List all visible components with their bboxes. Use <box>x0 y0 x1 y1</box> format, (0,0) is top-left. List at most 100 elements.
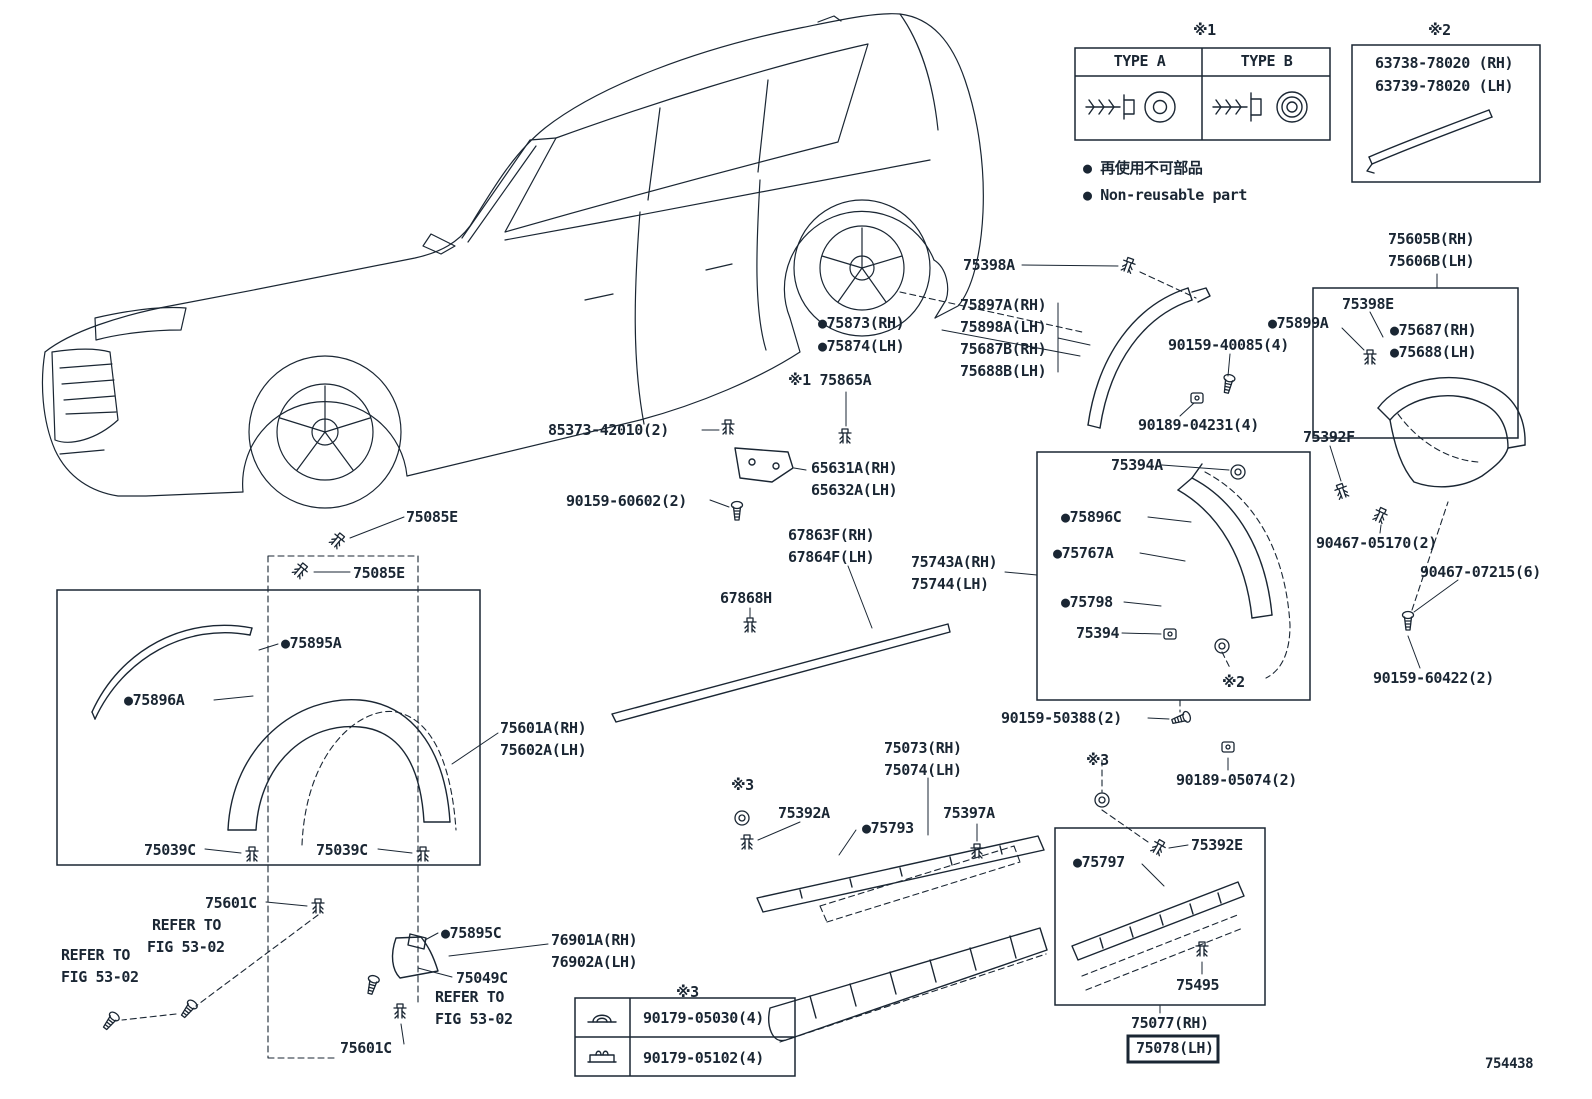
part-label-90159-40085[interactable]: 90159-40085(4) <box>1168 336 1289 354</box>
part-label-90159-60422[interactable]: 90159-60422(2) <box>1373 669 1494 687</box>
part-label-75039C-a[interactable]: 75039C <box>144 841 196 859</box>
front-wheel <box>248 355 402 509</box>
part-label-75899A[interactable]: ●75899A <box>1268 314 1329 332</box>
part-label-75898A[interactable]: 75898A(LH) <box>960 318 1047 336</box>
bracket-shape <box>734 447 794 483</box>
part-label-75394[interactable]: 75394 <box>1076 624 1120 642</box>
strip-part-box <box>1351 44 1541 183</box>
projection-lines <box>121 271 1479 1059</box>
part-label-75078-highlighted[interactable]: 75078(LH) <box>1136 1039 1214 1057</box>
table-clip-icon-row2 <box>587 1050 617 1063</box>
part-label-65631A[interactable]: 65631A(RH) <box>811 459 898 477</box>
part-label-75896A[interactable]: ●75896A <box>124 691 185 709</box>
legend-non-reusable-jp: ● 再使用不可部品 <box>1083 159 1203 177</box>
highlight-box-75078 <box>1126 1034 1220 1064</box>
part-label-75688B[interactable]: 75688B(LH) <box>960 362 1047 380</box>
part-label-75865A[interactable]: ※1 75865A <box>788 371 872 389</box>
part-label-90189-04231[interactable]: 90189-04231(4) <box>1138 416 1259 434</box>
part-label-75874[interactable]: ●75874(LH) <box>818 337 905 355</box>
part-label-63738[interactable]: 63738-78020 (RH) <box>1375 54 1514 72</box>
part-label-75601A[interactable]: 75601A(RH) <box>500 719 587 737</box>
rear-arch-protector-shape <box>1087 287 1211 429</box>
rocker-moulding-shape <box>756 835 1048 1042</box>
part-label-90189-05074[interactable]: 90189-05074(2) <box>1176 771 1297 789</box>
note3-marker-a: ※3 <box>731 776 754 794</box>
leader-lines <box>204 264 1459 1045</box>
part-label-76901A[interactable]: 76901A(RH) <box>551 931 638 949</box>
part-label-75495[interactable]: 75495 <box>1176 976 1220 994</box>
rear-arch-box <box>1036 451 1311 701</box>
part-label-90159-60602[interactable]: 90159-60602(2) <box>566 492 687 510</box>
part-label-75687[interactable]: ●75687(RH) <box>1390 321 1477 339</box>
figure-number: 754438 <box>1485 1056 1534 1072</box>
note2-marker: ※2 <box>1428 21 1451 39</box>
part-label-76902A[interactable]: 76902A(LH) <box>551 953 638 971</box>
part-label-75895C[interactable]: ●75895C <box>441 924 502 942</box>
part-label-75039C-b[interactable]: 75039C <box>316 841 368 859</box>
part-label-75873[interactable]: ●75873(RH) <box>818 314 905 332</box>
part-label-75398E[interactable]: 75398E <box>1342 295 1394 313</box>
part-label-75687B[interactable]: 75687B(RH) <box>960 340 1047 358</box>
part-label-75085E-b[interactable]: 75085E <box>353 564 405 582</box>
table-clip-icon-row1 <box>587 1014 617 1023</box>
legend-non-reusable-en: ● Non-reusable part <box>1083 186 1247 204</box>
part-label-75074[interactable]: 75074(LH) <box>884 761 962 779</box>
type-b-clip-icon <box>1212 91 1308 123</box>
part-label-75798[interactable]: ●75798 <box>1061 593 1113 611</box>
part-label-67864F[interactable]: 67864F(LH) <box>788 548 875 566</box>
refer-note-3-line1: REFER TO <box>435 988 505 1006</box>
part-label-67863F[interactable]: 67863F(RH) <box>788 526 875 544</box>
part-label-75077[interactable]: 75077(RH) <box>1131 1014 1209 1032</box>
part-label-75085E-a[interactable]: 75085E <box>406 508 458 526</box>
part-label-75797[interactable]: ●75797 <box>1073 853 1125 871</box>
part-shapes <box>91 91 1526 1063</box>
front-arch-moulding-shape <box>91 624 451 831</box>
part-label-63739[interactable]: 63739-78020 (LH) <box>1375 77 1514 95</box>
note3-marker-table: ※3 <box>676 983 699 1001</box>
group-boxes <box>56 44 1541 1077</box>
rear-wheel <box>793 199 931 337</box>
type-a-header: TYPE A <box>1113 52 1166 70</box>
part-label-85373-42010[interactable]: 85373-42010(2) <box>548 421 669 439</box>
part-label-75606B[interactable]: 75606B(LH) <box>1388 252 1475 270</box>
part-label-67868H[interactable]: 67868H <box>720 589 772 607</box>
part-label-75896C[interactable]: ●75896C <box>1061 508 1122 526</box>
mudguard-shape <box>391 933 439 979</box>
part-label-75394A[interactable]: 75394A <box>1111 456 1163 474</box>
part-label-75743A[interactable]: 75743A(RH) <box>911 553 998 571</box>
rear-flare-box <box>1312 287 1519 439</box>
refer-note-3-line2: FIG 53-02 <box>435 1010 513 1028</box>
table-row2-part[interactable]: 90179-05102(4) <box>643 1049 764 1067</box>
part-label-75897A[interactable]: 75897A(RH) <box>960 296 1047 314</box>
part-label-75767A[interactable]: ●75767A <box>1053 544 1114 562</box>
strip-part-shape <box>1366 109 1493 174</box>
part-label-75793[interactable]: ●75793 <box>862 819 914 837</box>
rocker-box <box>1054 827 1266 1006</box>
table-row1-part[interactable]: 90179-05030(4) <box>643 1009 764 1027</box>
part-label-65632A[interactable]: 65632A(LH) <box>811 481 898 499</box>
part-label-90159-50388[interactable]: 90159-50388(2) <box>1001 709 1122 727</box>
part-label-75073[interactable]: 75073(RH) <box>884 739 962 757</box>
part-label-75049C[interactable]: 75049C <box>456 969 508 987</box>
note1-marker: ※1 <box>1193 21 1216 39</box>
part-label-75392A[interactable]: 75392A <box>778 804 830 822</box>
part-label-75602A[interactable]: 75602A(LH) <box>500 741 587 759</box>
front-arch-box <box>56 589 481 866</box>
part-label-75605B[interactable]: 75605B(RH) <box>1388 230 1475 248</box>
part-label-90467-07215[interactable]: 90467-07215(6) <box>1420 563 1541 581</box>
part-label-75601C-b[interactable]: 75601C <box>340 1039 392 1057</box>
refer-note-1-line1: REFER TO <box>152 916 222 934</box>
rear-flare-moulding-shape <box>1377 376 1526 488</box>
part-label-75397A[interactable]: 75397A <box>943 804 995 822</box>
part-label-75895A[interactable]: ●75895A <box>281 634 342 652</box>
part-label-75392F[interactable]: 75392F <box>1303 428 1355 446</box>
part-label-75398A[interactable]: 75398A <box>963 256 1015 274</box>
rear-arch-strip-shape <box>1177 463 1273 619</box>
part-label-75688[interactable]: ●75688(LH) <box>1390 343 1477 361</box>
part-label-90467-05170[interactable]: 90467-05170(2) <box>1316 534 1437 552</box>
part-label-75744[interactable]: 75744(LH) <box>911 575 989 593</box>
part-label-75392E[interactable]: 75392E <box>1191 836 1243 854</box>
belt-moulding-shape <box>611 623 951 723</box>
part-label-75601C-a[interactable]: 75601C <box>205 894 257 912</box>
